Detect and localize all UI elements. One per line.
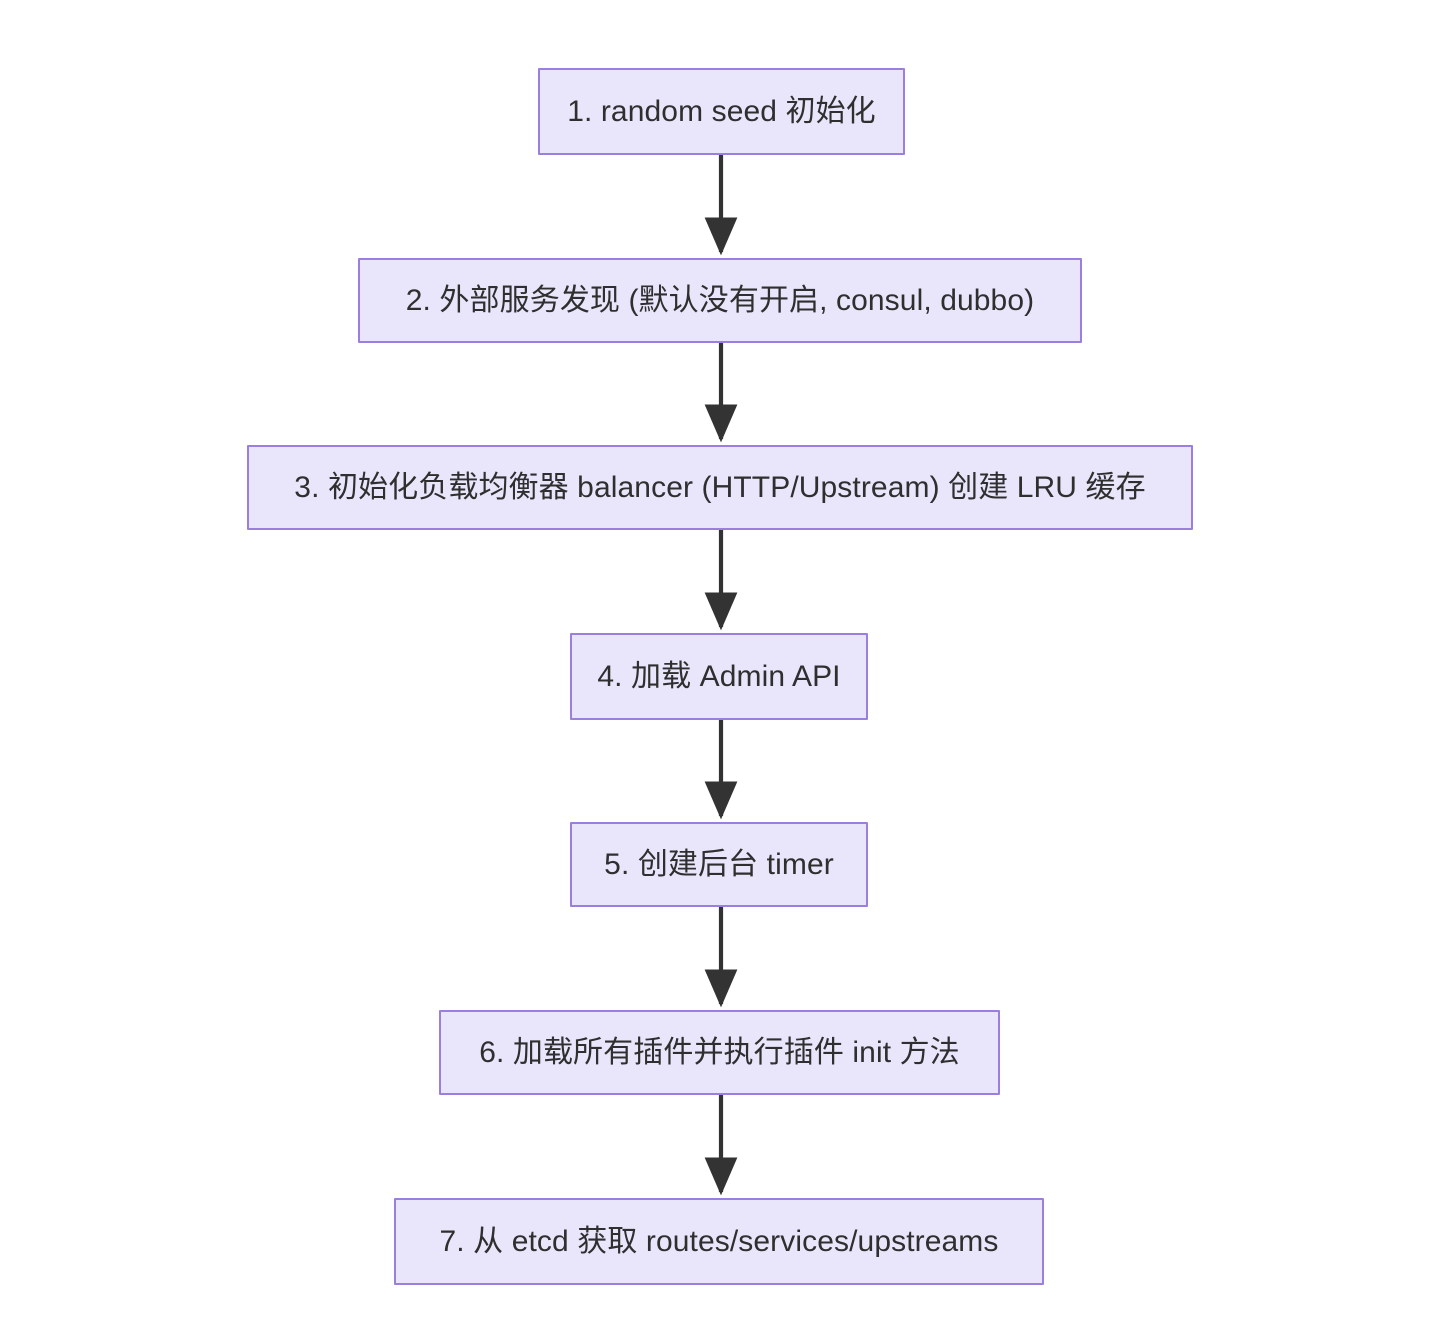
flow-node-step7-label: 7. 从 etcd 获取 routes/services/upstreams: [439, 1224, 999, 1258]
flow-node-step1[interactable]: 1. random seed 初始化: [538, 68, 905, 155]
flow-node-step3[interactable]: 3. 初始化负载均衡器 balancer (HTTP/Upstream) 创建 …: [247, 445, 1193, 530]
flow-node-step4-label: 4. 加载 Admin API: [597, 659, 841, 693]
flow-node-step3-label: 3. 初始化负载均衡器 balancer (HTTP/Upstream) 创建 …: [294, 470, 1146, 504]
flow-node-step4[interactable]: 4. 加载 Admin API: [570, 633, 868, 720]
flow-node-step2-label: 2. 外部服务发现 (默认没有开启, consul, dubbo): [405, 283, 1035, 317]
flow-node-step5[interactable]: 5. 创建后台 timer: [570, 822, 868, 907]
flow-node-step7[interactable]: 7. 从 etcd 获取 routes/services/upstreams: [394, 1198, 1044, 1285]
flow-node-step6[interactable]: 6. 加载所有插件并执行插件 init 方法: [439, 1010, 1000, 1095]
flow-node-step2[interactable]: 2. 外部服务发现 (默认没有开启, consul, dubbo): [358, 258, 1082, 343]
flow-node-step6-label: 6. 加载所有插件并执行插件 init 方法: [479, 1035, 960, 1069]
flow-node-step1-label: 1. random seed 初始化: [567, 94, 876, 128]
flow-node-step5-label: 5. 创建后台 timer: [604, 847, 834, 881]
